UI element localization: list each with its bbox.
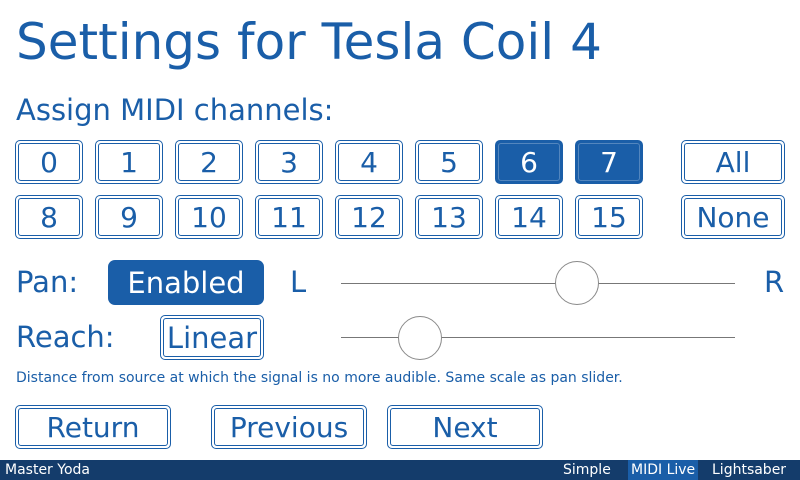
previous-button[interactable]: Previous	[211, 405, 367, 449]
select-all-button[interactable]: All	[681, 140, 785, 184]
channel-button-3[interactable]: 3	[255, 140, 323, 184]
pan-label: Pan:	[16, 265, 79, 299]
mode-simple[interactable]: Simple	[563, 462, 611, 478]
channel-button-8[interactable]: 8	[15, 195, 83, 239]
pan-slider-handle[interactable]	[555, 261, 600, 305]
channel-button-11[interactable]: 11	[255, 195, 323, 239]
page-title: Settings for Tesla Coil 4	[16, 13, 602, 71]
channel-button-13[interactable]: 13	[415, 195, 483, 239]
channel-button-6[interactable]: 6	[495, 140, 563, 184]
channel-button-1[interactable]: 1	[95, 140, 163, 184]
reach-label: Reach:	[16, 320, 115, 354]
channel-button-2[interactable]: 2	[175, 140, 243, 184]
midi-channels-heading: Assign MIDI channels:	[16, 93, 334, 127]
mode-lightsaber[interactable]: Lightsaber	[712, 462, 787, 478]
next-button[interactable]: Next	[387, 405, 543, 449]
channel-button-7[interactable]: 7	[575, 140, 643, 184]
pan-right-label: R	[764, 265, 785, 299]
mode-midi-live[interactable]: MIDI Live	[628, 460, 699, 480]
channel-button-0[interactable]: 0	[15, 140, 83, 184]
channel-button-5[interactable]: 5	[415, 140, 483, 184]
channel-button-15[interactable]: 15	[575, 195, 643, 239]
channel-button-10[interactable]: 10	[175, 195, 243, 239]
channel-button-12[interactable]: 12	[335, 195, 403, 239]
select-none-button[interactable]: None	[681, 195, 785, 239]
pan-toggle-button[interactable]: Enabled	[108, 260, 264, 305]
return-button[interactable]: Return	[15, 405, 171, 449]
reach-description: Distance from source at which the signal…	[16, 370, 623, 386]
channel-button-14[interactable]: 14	[495, 195, 563, 239]
channel-button-4[interactable]: 4	[335, 140, 403, 184]
reach-slider-track[interactable]	[341, 337, 735, 338]
pan-left-label: L	[290, 265, 307, 299]
reach-mode-button[interactable]: Linear	[160, 315, 264, 360]
pan-slider-track[interactable]	[341, 283, 735, 284]
reach-slider-handle[interactable]	[397, 316, 442, 360]
channel-button-9[interactable]: 9	[95, 195, 163, 239]
status-user-name: Master Yoda	[5, 462, 90, 478]
status-bar: Master Yoda Simple MIDI Live Lightsaber	[0, 460, 800, 480]
